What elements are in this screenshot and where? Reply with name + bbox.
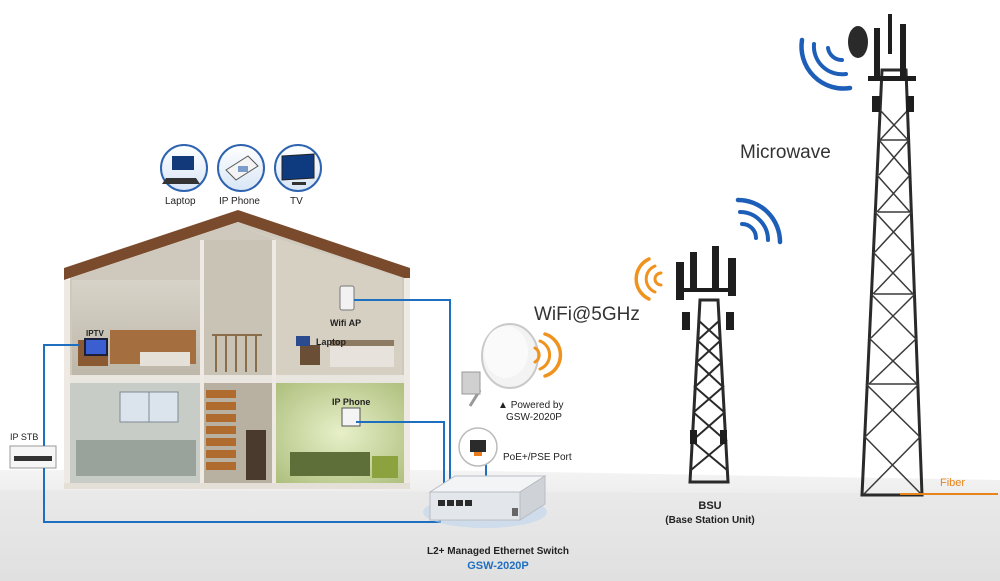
microwave-label: Microwave bbox=[740, 142, 831, 163]
stair-room-upper bbox=[204, 240, 272, 375]
bsu-name: BSU bbox=[698, 500, 722, 512]
bsu-wifi-signal-icon bbox=[634, 257, 663, 301]
switch-model: GSW-2020P bbox=[467, 560, 529, 572]
microwave-signal-icon bbox=[799, 37, 853, 91]
powered-by-text: Powered by bbox=[510, 400, 564, 411]
bedroom bbox=[238, 226, 402, 375]
powered-by-label: ▲ Powered by bbox=[498, 400, 564, 411]
bsu-tower bbox=[676, 246, 736, 484]
ip-phone-label: IP Phone bbox=[332, 397, 371, 407]
ip-phone-icon-label: IP Phone bbox=[219, 196, 260, 207]
microwave-dish bbox=[848, 26, 868, 58]
microwave-tower bbox=[848, 14, 924, 497]
floor-slab bbox=[64, 375, 410, 383]
fiber-label: Fiber bbox=[940, 477, 966, 489]
roof bbox=[64, 210, 410, 280]
laptop-icon-label: Laptop bbox=[165, 196, 196, 207]
ip-stb-device bbox=[9, 445, 57, 469]
gsw-2020p-switch bbox=[423, 475, 547, 528]
powered-by-model: GSW-2020P bbox=[506, 412, 562, 423]
tv-icon-label: TV bbox=[290, 196, 303, 207]
wifi-ap-device bbox=[339, 285, 355, 311]
iptv-label: IPTV bbox=[86, 329, 104, 338]
device-icons bbox=[160, 144, 322, 192]
bsu-full-name: (Base Station Unit) bbox=[665, 515, 755, 526]
ip-stb-label: IP STB bbox=[10, 432, 39, 442]
poe-port-zoom bbox=[458, 427, 498, 467]
bsu-microwave-signal-icon bbox=[735, 197, 783, 245]
switch-title: L2+ Managed Ethernet Switch bbox=[427, 546, 569, 557]
poe-port-label: PoE+/PSE Port bbox=[503, 452, 572, 463]
ip-phone-device bbox=[341, 407, 361, 427]
laptop-label: Laptop bbox=[316, 337, 346, 347]
wifi-5ghz-label: WiFi@5GHz bbox=[534, 304, 640, 325]
wifi-signal-icon bbox=[533, 332, 563, 378]
house bbox=[64, 210, 410, 489]
wifi-ap-label: Wifi AP bbox=[330, 318, 362, 328]
outdoor-access-point bbox=[461, 323, 539, 407]
laptop-device bbox=[296, 336, 310, 346]
